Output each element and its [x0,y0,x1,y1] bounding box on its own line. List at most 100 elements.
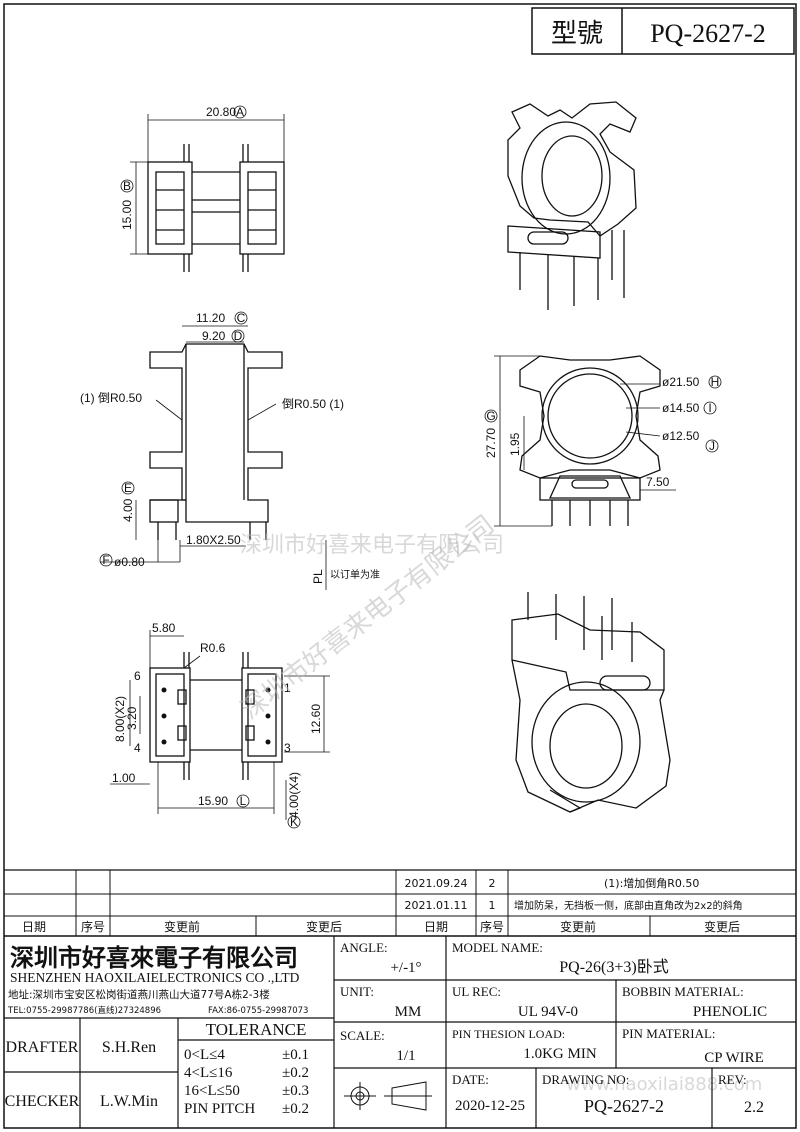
dim-i-marker [703,401,717,415]
dim-j-marker [705,439,719,453]
dim-f-tag: F [102,553,109,567]
angle-value: +/-1° [390,960,421,976]
pl-note: 以订单为准 [330,569,380,581]
dim-h-tag: H [711,375,720,389]
date-value: 2020-12-25 [455,1098,525,1114]
side-view [100,325,327,590]
tolerance-title: TOLERANCE [206,1020,307,1039]
drawing-no-label: DRAWING NO: [542,1072,629,1087]
dim-b-value: 15.00 [120,200,134,230]
model-label: 型號 [551,19,603,49]
company-fax: FAX:86-0755-29987073 [208,1006,308,1016]
tol-range-3: 16<L≤50 [184,1083,240,1099]
dim-b-tag: B [123,179,131,193]
model-box: 型號 PQ-2627-2 [531,7,795,55]
unit-label: UNIT: [340,984,374,999]
dim-d-value: 9.20 [202,329,226,343]
dim-c-value: 11.20 [196,311,225,325]
ul-value: UL 94V-0 [518,1004,578,1020]
company-address: 地址:深圳市宝安区松岗街道燕川燕山大道77号A栋2-3楼 [8,988,270,1001]
dim-h-value: ø21.50 [662,375,700,389]
projection-symbol [344,1081,432,1111]
dim-f-value: ø0.80 [114,555,145,569]
pin-label-3: 3 [284,741,291,755]
revision-table [4,869,796,937]
pin-load-value: 1.0KG MIN [523,1046,596,1062]
dim-1260: 12.60 [309,704,323,734]
dim-c-marker [234,311,248,325]
tol-range-2: 4<L≤16 [184,1065,233,1081]
dim-l-tag: L [240,794,247,808]
company-name-cn: 深圳市好喜來電子有限公司 [10,944,298,972]
dim-j-value: ø12.50 [662,429,700,443]
drafter-label: DRAFTER [6,1039,79,1056]
rev-header-no: 序号 [81,919,105,934]
dim-580: 5.80 [152,621,176,635]
rev1-date: 2021.01.11 [405,899,468,912]
ul-label: UL REC: [452,984,501,999]
rev2-date: 2021.09.24 [405,877,468,890]
dim-b-marker [120,179,134,193]
rev-label: REV: [718,1072,747,1087]
dim-100: 1.00 [112,771,136,785]
chamfer-left-label: (1) 倒R0.50 [80,391,142,405]
model-name-value: PQ-26(3+3)卧式 [559,958,668,976]
dim-j-tag: J [709,439,715,453]
dim-g-marker [484,409,498,423]
tol-value-2: ±0.2 [282,1065,309,1081]
iso-view-bottom [511,592,671,813]
tol-range-1: 0<L≤4 [184,1047,225,1063]
company-name-en: SHENZHEN HAOXILAIELECTRONICS CO .,LTD [10,970,300,985]
title-block-grid [4,936,796,1128]
unit-value: MM [395,1004,422,1020]
top-view [130,114,285,272]
dim-195: 1.95 [508,432,522,456]
pin-size-label: 1.80X2.50 [186,533,241,547]
dim-i-value: ø14.50 [662,401,700,415]
dim-k-value: 4.00(X4) [287,772,301,818]
chamfer-right-label: 倒R0.50 (1) [282,397,344,411]
dim-k-marker [287,815,301,829]
rev-header-before-2: 变更前 [560,919,596,934]
pin-load-label: PIN THESION LOAD: [452,1027,565,1041]
drawing-no-value: PQ-2627-2 [584,1096,664,1116]
sheet-border [3,3,797,1129]
pin-label-1: 1 [284,681,291,695]
dim-e-value: 4.00 [121,498,135,522]
rev-header-before: 变更前 [164,919,200,934]
tol-value-1: ±0.1 [282,1047,309,1063]
iso-view-top [507,101,637,310]
rev1-change: 增加防呆，无挡板一侧，底部由直角改为2x2的斜角 [514,899,743,912]
dim-c-tag: C [237,311,246,325]
checker-label: CHECKER [5,1093,80,1110]
scale-value: 1/1 [396,1048,415,1064]
rev2-change: (1):增加倒角R0.50 [604,876,699,890]
dim-320: 3.20 [125,706,139,730]
rev-header-date-2: 日期 [424,920,448,934]
rev-header-no-2: 序号 [480,919,504,934]
dim-g-value: 27.70 [484,428,498,458]
bobbin-material-label: BOBBIN MATERIAL: [622,984,744,999]
company-tel: TEL:0755-29987786(直线)27324896 [7,1005,161,1016]
dim-d-marker [231,329,245,343]
angle-label: ANGLE: [340,940,388,955]
dim-a-value: 20.80 [206,105,236,119]
dim-f-marker [99,553,113,567]
dim-e-marker [121,481,135,495]
bottom-view [110,630,330,820]
rev-header-date: 日期 [22,920,46,934]
rev-header-after-2: 变更后 [704,919,740,934]
pin-material-value: CP WIRE [704,1050,764,1066]
scale-label: SCALE: [340,1028,385,1043]
pin-label-4: 4 [134,741,141,755]
pin-label-6: 6 [134,669,141,683]
model-number: PQ-2627-2 [650,19,766,48]
watermark-company: 深圳市好喜来电子有限公司 [240,533,504,558]
dim-e-tag: E [124,481,132,495]
dim-a-tag: A [236,105,244,119]
pin-dots [161,687,271,745]
model-name-label: MODEL NAME: [452,940,543,955]
date-label: DATE: [452,1072,489,1087]
dim-h-marker [708,375,722,389]
